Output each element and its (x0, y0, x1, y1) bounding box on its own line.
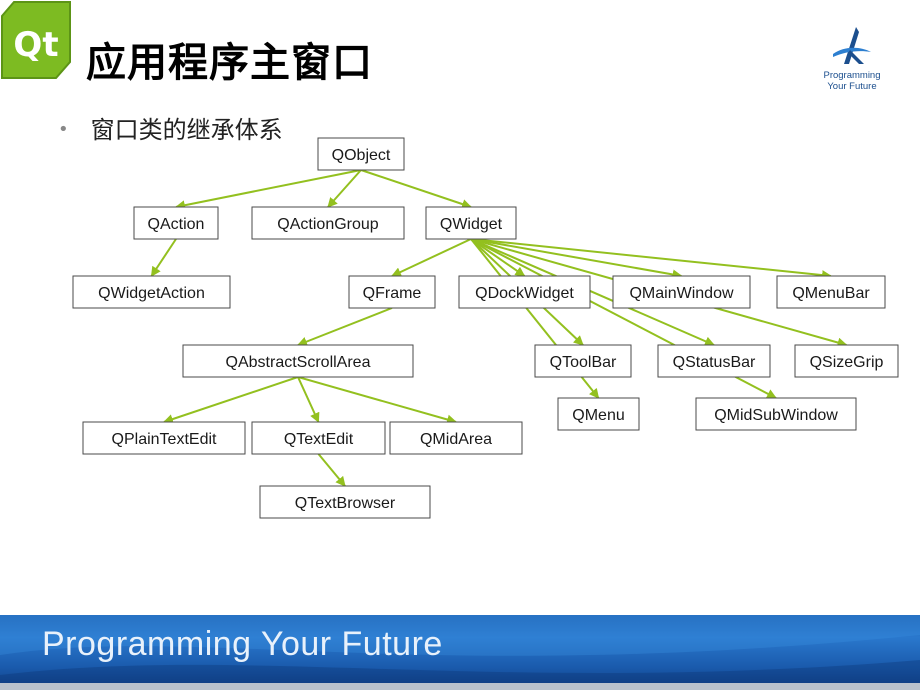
brand-line-2: Your Future (827, 81, 877, 92)
node-qmidsubwindow: QMidSubWindow (695, 397, 857, 431)
edge-qframe-to-qabstractscrollarea (297, 307, 393, 347)
edge-qobject-to-qactiongroup (327, 169, 362, 208)
qt-logo: Qt (0, 1, 71, 79)
node-box (695, 397, 857, 431)
node-label: QMenu (572, 407, 624, 424)
node-label: QAction (148, 216, 205, 233)
edge-qwidget-to-qmainwindow (470, 238, 683, 280)
bullet-text: 窗口类的继承体系 (90, 116, 283, 144)
node-box (317, 137, 405, 171)
node-label: QPlainTextEdit (112, 431, 217, 448)
bullet-dot-icon: • (58, 119, 69, 140)
edge-qabstractscrollarea-to-qplaintextedit (163, 376, 299, 424)
node-qmidarea: QMidArea (389, 421, 523, 455)
brand-logo: Programming Your Future (812, 24, 892, 94)
node-label: QWidgetAction (98, 285, 205, 302)
node-box (557, 397, 640, 431)
node-qwidgetaction: QWidgetAction (72, 275, 231, 309)
node-label: QMainWindow (629, 285, 733, 302)
node-label: QActionGroup (277, 216, 378, 233)
node-qobject: QObject (317, 137, 405, 171)
node-label: QFrame (363, 285, 422, 302)
node-label: QSizeGrip (810, 354, 884, 371)
edges-layer (150, 169, 848, 487)
node-qmenu: QMenu (557, 397, 640, 431)
footer-text: Programming Your Future (42, 625, 443, 663)
edge-qtextedit-to-qtextbrowser (317, 453, 346, 487)
node-qstatusbar: QStatusBar (657, 344, 771, 378)
node-label: QMidSubWindow (714, 407, 838, 424)
footer-decoration (0, 615, 920, 690)
node-box (251, 206, 405, 240)
node-label: QDockWidget (475, 285, 574, 302)
node-box (389, 421, 523, 455)
node-qaction: QAction (133, 206, 219, 240)
edge-qabstractscrollarea-to-qtextedit (297, 376, 320, 423)
node-qtoolbar: QToolBar (534, 344, 632, 378)
node-label: QTextBrowser (295, 495, 396, 512)
node-box (72, 275, 231, 309)
slide-title: 应用程序主窗口 (86, 40, 373, 86)
node-box (794, 344, 899, 378)
node-label: QMenuBar (792, 285, 870, 302)
edge-qobject-to-qwidget (360, 169, 472, 209)
node-label: QAbstractScrollArea (226, 354, 371, 371)
node-qabstractscrollarea: QAbstractScrollArea (182, 344, 414, 378)
edge-qaction-to-qwidgetaction (150, 238, 177, 277)
node-qtextbrowser: QTextBrowser (259, 485, 431, 519)
brand-swoosh-icon (833, 27, 871, 64)
bullet-item: • 窗口类的继承体系 (58, 110, 283, 145)
node-box (182, 344, 414, 378)
node-label: QToolBar (550, 354, 617, 371)
node-box (657, 344, 771, 378)
node-box (259, 485, 431, 519)
edge-qwidget-to-qdockwidget (470, 238, 526, 277)
node-box (776, 275, 886, 309)
node-qplaintextedit: QPlainTextEdit (82, 421, 246, 455)
node-box (133, 206, 219, 240)
qt-logo-text: Qt (13, 25, 58, 65)
brand-line-1: Programming (823, 70, 881, 81)
node-label: QTextEdit (284, 431, 354, 448)
footer-banner: Programming Your Future (0, 615, 920, 690)
edge-qwidget-to-qstatusbar (470, 238, 715, 346)
node-qmainwindow: QMainWindow (612, 275, 751, 309)
node-box (251, 421, 386, 455)
node-label: QMidArea (420, 431, 492, 448)
node-box (612, 275, 751, 309)
edge-qwidget-to-qframe (391, 238, 472, 277)
edge-qwidget-to-qmenubar (470, 238, 832, 281)
node-qmenubar: QMenuBar (776, 275, 886, 309)
footer-stripe (0, 683, 920, 690)
node-box (458, 275, 591, 309)
node-qsizegrip: QSizeGrip (794, 344, 899, 378)
node-label: QStatusBar (673, 354, 756, 371)
node-label: QObject (332, 147, 391, 164)
node-qtextedit: QTextEdit (251, 421, 386, 455)
edge-qabstractscrollarea-to-qmidarea (297, 376, 457, 425)
node-qframe: QFrame (348, 275, 436, 309)
node-box (534, 344, 632, 378)
node-box (425, 206, 517, 240)
node-qdockwidget: QDockWidget (458, 275, 591, 309)
node-box (82, 421, 246, 455)
node-qwidget: QWidget (425, 206, 517, 240)
node-qactiongroup: QActionGroup (251, 206, 405, 240)
node-label: QWidget (440, 216, 503, 233)
edge-qobject-to-qaction (175, 169, 362, 211)
node-box (348, 275, 436, 309)
